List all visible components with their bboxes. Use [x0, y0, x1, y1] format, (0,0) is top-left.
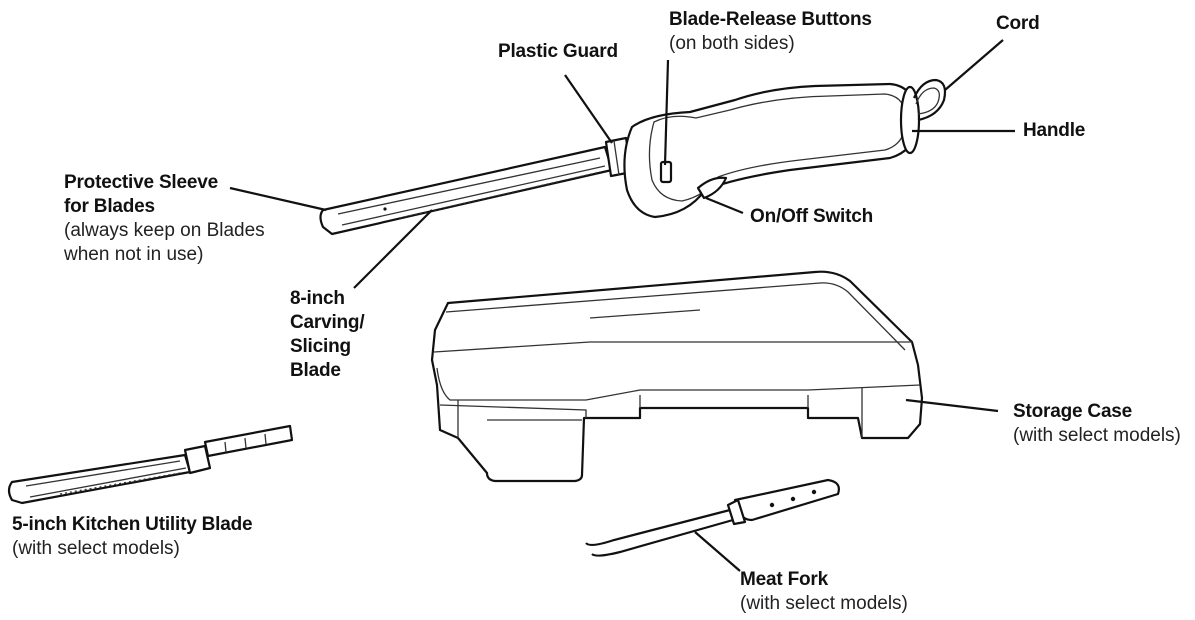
- label-on-off-switch: On/Off Switch: [750, 205, 873, 229]
- label-storage-case-title: Storage Case: [1013, 401, 1133, 422]
- leader-on-off-switch: [705, 196, 744, 215]
- label-on-off-switch-title: On/Off Switch: [750, 206, 874, 227]
- label-cord-title: Cord: [996, 13, 1040, 34]
- label-protective-sleeve-note: (always keep on Blades: [64, 220, 265, 241]
- label-blade-release-buttons: Blade-Release Buttons (on both sides): [669, 8, 872, 56]
- leader-plastic-guard: [564, 74, 613, 144]
- label-cord: Cord: [996, 12, 1040, 36]
- label-protective-sleeve-title2: for Blades: [64, 196, 155, 217]
- leader-meat-fork: [694, 531, 741, 572]
- label-meat-fork-title: Meat Fork: [740, 569, 828, 590]
- label-blade-release-title: Blade-Release Buttons: [669, 9, 872, 30]
- label-utility-blade: 5-inch Kitchen Utility Blade (with selec…: [12, 513, 253, 561]
- label-storage-case-note: (with select models): [1013, 425, 1181, 446]
- label-protective-sleeve: Protective Sleeve for Blades (always kee…: [64, 171, 265, 267]
- label-utility-blade-note: (with select models): [12, 538, 180, 559]
- label-carving-blade-line2: Carving/: [290, 312, 365, 333]
- leader-storage-case: [905, 398, 999, 413]
- leader-lines: [229, 39, 1015, 572]
- label-handle: Handle: [1023, 119, 1085, 143]
- label-plastic-guard-title: Plastic Guard: [498, 41, 618, 62]
- leader-cord: [944, 39, 1004, 91]
- label-utility-blade-title: 5-inch Kitchen Utility Blade: [12, 514, 253, 535]
- handle-drawing: [623, 82, 921, 219]
- carving-blade-drawing: [319, 145, 614, 236]
- electric-knife: [319, 78, 947, 236]
- leader-protective-sleeve: [229, 186, 327, 212]
- label-blade-release-note: (on both sides): [669, 33, 795, 54]
- label-plastic-guard: Plastic Guard: [498, 40, 618, 64]
- label-meat-fork: Meat Fork (with select models): [740, 568, 908, 616]
- label-storage-case: Storage Case (with select models): [1013, 400, 1181, 448]
- label-protective-sleeve-note2: when not in use): [64, 244, 204, 265]
- meat-fork-drawing: [585, 478, 840, 557]
- leader-carving-blade: [353, 209, 433, 289]
- cord-drawing: [912, 78, 947, 122]
- utility-blade-drawing: [7, 424, 294, 505]
- label-meat-fork-note: (with select models): [740, 593, 908, 614]
- label-carving-blade-line4: Blade: [290, 360, 341, 381]
- label-carving-blade-line3: Slicing: [290, 336, 351, 357]
- label-carving-blade: 8-inch Carving/ Slicing Blade: [290, 287, 365, 383]
- leader-blade-release: [663, 59, 670, 166]
- on-off-switch-drawing: [696, 176, 728, 200]
- label-handle-title: Handle: [1023, 120, 1086, 141]
- label-protective-sleeve-title: Protective Sleeve: [64, 172, 218, 193]
- storage-case-drawing: [430, 270, 924, 483]
- label-carving-blade-line1: 8-inch: [290, 288, 345, 309]
